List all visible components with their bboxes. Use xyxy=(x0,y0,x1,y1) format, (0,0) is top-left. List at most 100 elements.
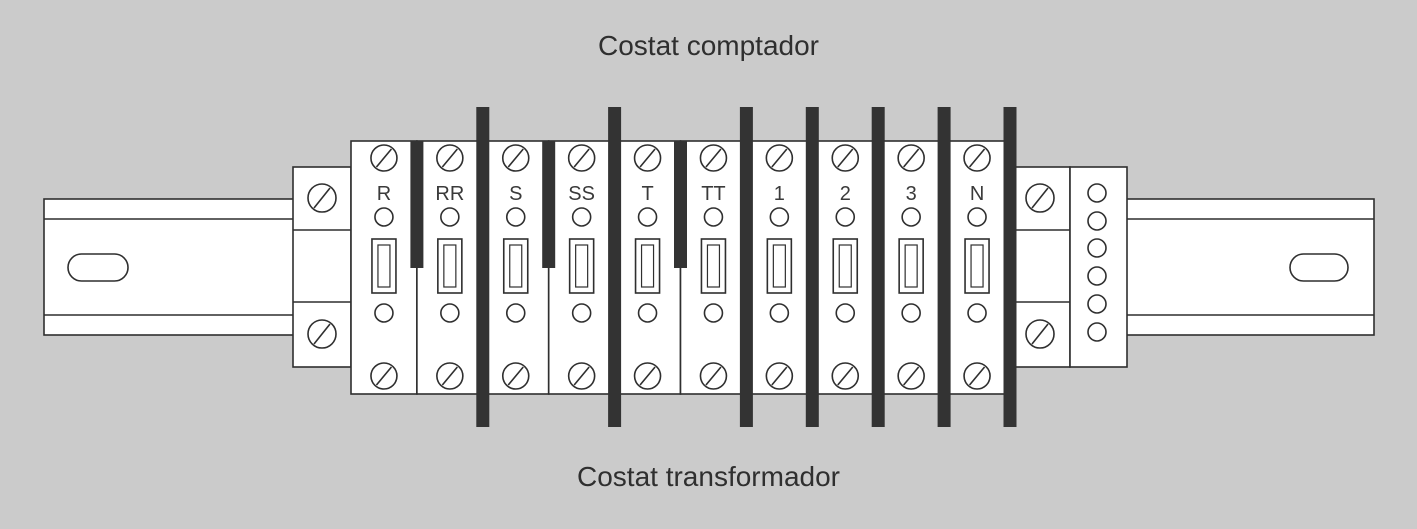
screw-icon xyxy=(1025,183,1055,213)
caption-meter-side: Costat comptador xyxy=(598,30,819,61)
separator-plate xyxy=(871,107,885,427)
terminal-t[interactable]: T xyxy=(613,140,682,395)
screw-icon xyxy=(699,362,728,390)
link-icon xyxy=(371,238,397,294)
socket-icon xyxy=(769,303,790,323)
screw-icon xyxy=(567,362,596,390)
link-icon xyxy=(568,238,595,294)
terminal-1[interactable]: 1 xyxy=(745,140,814,395)
terminal-label: RR xyxy=(435,183,464,205)
socket-icon xyxy=(1087,211,1107,231)
screw-icon xyxy=(897,362,925,390)
screw-icon xyxy=(370,144,398,172)
terminal-tt[interactable]: TT xyxy=(679,140,748,395)
screw-icon xyxy=(501,144,530,172)
socket-icon xyxy=(1087,238,1107,258)
screw-icon xyxy=(436,144,464,172)
rail-slot-right xyxy=(1289,253,1349,282)
socket-icon xyxy=(571,303,592,323)
screw-icon xyxy=(765,362,794,390)
screw-icon xyxy=(370,362,398,390)
terminal-label: 2 xyxy=(840,183,851,205)
socket-icon xyxy=(440,207,460,227)
separator-plate xyxy=(739,107,753,427)
terminal-r[interactable]: R xyxy=(350,140,418,395)
socket-icon xyxy=(901,303,921,323)
socket-icon xyxy=(1087,266,1107,286)
rail-slot-left xyxy=(67,253,129,282)
link-icon xyxy=(634,238,661,294)
separator-plates xyxy=(410,107,1017,427)
separator-plate xyxy=(542,141,556,268)
terminal-label: T xyxy=(641,183,653,205)
socket-icon xyxy=(374,207,394,227)
link-icon xyxy=(502,238,529,294)
terminal-label: R xyxy=(377,183,391,205)
terminal-n[interactable]: N xyxy=(943,140,1011,395)
screw-icon xyxy=(501,362,530,390)
link-icon xyxy=(700,238,727,294)
screw-icon xyxy=(963,144,991,172)
terminal-label: 3 xyxy=(906,183,917,205)
screw-icon xyxy=(307,183,337,213)
separator-plate xyxy=(608,107,622,427)
marker-block xyxy=(1069,166,1128,368)
terminal-3[interactable]: 3 xyxy=(877,140,945,395)
terminal-label: S xyxy=(509,183,522,205)
separator-plate xyxy=(805,107,819,427)
terminal-2[interactable]: 2 xyxy=(811,140,879,395)
screw-icon xyxy=(436,362,464,390)
terminal-label: SS xyxy=(568,183,595,205)
terminal-label: TT xyxy=(701,183,725,205)
screw-icon xyxy=(963,362,991,390)
screw-icon xyxy=(831,144,860,172)
link-icon xyxy=(766,238,793,294)
socket-icon xyxy=(637,207,658,227)
screw-icon xyxy=(831,362,860,390)
socket-icon xyxy=(637,303,658,323)
screw-icon xyxy=(1025,319,1055,349)
screw-icon xyxy=(765,144,794,172)
socket-icon xyxy=(835,303,856,323)
socket-icon xyxy=(901,207,921,227)
separator-plate xyxy=(410,141,424,268)
socket-icon xyxy=(374,303,394,323)
terminal-label: 1 xyxy=(774,183,785,205)
socket-icon xyxy=(1087,322,1107,342)
terminal-s[interactable]: S xyxy=(481,140,550,395)
separator-plate xyxy=(937,107,951,427)
link-icon xyxy=(832,238,859,294)
socket-icon xyxy=(1087,183,1107,203)
separator-plate xyxy=(1003,107,1017,427)
socket-icon xyxy=(440,303,460,323)
link-icon xyxy=(964,238,990,294)
socket-icon xyxy=(505,207,526,227)
separator-plate xyxy=(476,107,490,427)
socket-icon xyxy=(505,303,526,323)
socket-icon xyxy=(967,303,987,323)
end-stop-right xyxy=(1013,166,1071,368)
socket-icon xyxy=(1087,294,1107,314)
socket-icon xyxy=(769,207,790,227)
socket-icon xyxy=(703,303,724,323)
screw-icon xyxy=(633,362,662,390)
link-icon xyxy=(898,238,924,294)
end-stop-left xyxy=(292,166,352,368)
screw-icon xyxy=(633,144,662,172)
link-icon xyxy=(437,238,463,294)
caption-transformer-side: Costat transformador xyxy=(577,461,840,492)
socket-icon xyxy=(571,207,592,227)
socket-icon xyxy=(703,207,724,227)
terminal-rr[interactable]: RR xyxy=(416,140,484,395)
socket-icon xyxy=(835,207,856,227)
separator-plate xyxy=(674,141,687,268)
screw-icon xyxy=(897,144,925,172)
screw-icon xyxy=(307,319,337,349)
screw-icon xyxy=(567,144,596,172)
terminal-label: N xyxy=(970,183,984,205)
socket-icon xyxy=(967,207,987,227)
terminal-ss[interactable]: SS xyxy=(547,140,616,395)
